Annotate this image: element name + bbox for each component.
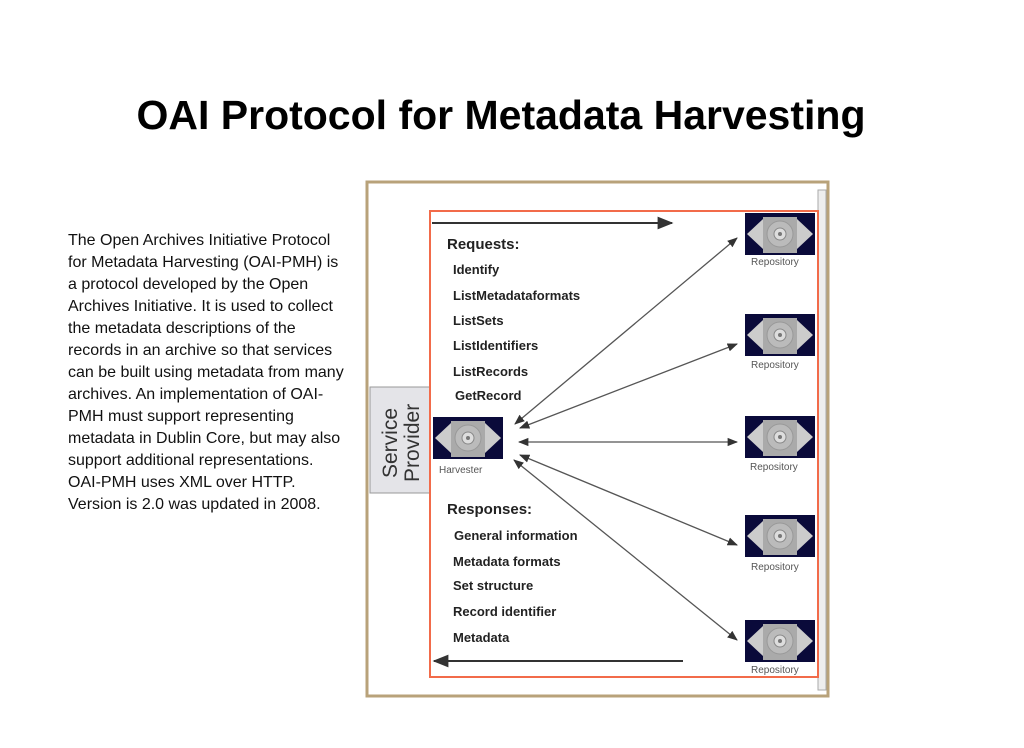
request-item: ListIdentifiers: [453, 338, 538, 353]
repository-icon: [744, 212, 816, 256]
response-item: Set structure: [453, 578, 533, 593]
request-item: ListRecords: [453, 364, 528, 379]
request-item: ListMetadataformats: [453, 288, 580, 303]
request-item: Identify: [453, 262, 500, 277]
repository-icon: [744, 514, 816, 558]
repository-label: Repository: [751, 665, 799, 676]
side-strip: [817, 189, 827, 691]
request-item: ListSets: [453, 313, 504, 328]
response-item: General information: [454, 528, 578, 543]
harvester-icon: [432, 416, 504, 460]
repository-label: Repository: [750, 462, 798, 473]
repository-label: Repository: [751, 257, 799, 268]
requests-heading: Requests:: [447, 236, 520, 253]
slide-title: OAI Protocol for Metadata Harvesting: [136, 92, 866, 138]
link-arrow-repo-2: [519, 343, 738, 429]
service-provider-box: [369, 386, 431, 494]
repository-label: Repository: [751, 562, 799, 573]
harvester-label: Harvester: [439, 465, 483, 476]
service-provider-line2: Provider: [401, 404, 424, 482]
protocol-frame: [429, 210, 819, 678]
request-item: GetRecord: [455, 388, 522, 403]
responses-heading: Responses:: [447, 501, 532, 518]
response-item: Record identifier: [453, 604, 556, 619]
repository-icon: [744, 415, 816, 459]
response-item: Metadata formats: [453, 554, 561, 569]
repository-label: Repository: [751, 360, 799, 371]
link-arrow-repo-5: [513, 459, 738, 641]
repository-icon: [744, 619, 816, 663]
repository-icon: [744, 313, 816, 357]
response-item: Metadata: [453, 630, 510, 645]
slide-description: The Open Archives Initiative Protocol fo…: [68, 232, 344, 513]
service-provider-line1: Service: [379, 408, 402, 478]
